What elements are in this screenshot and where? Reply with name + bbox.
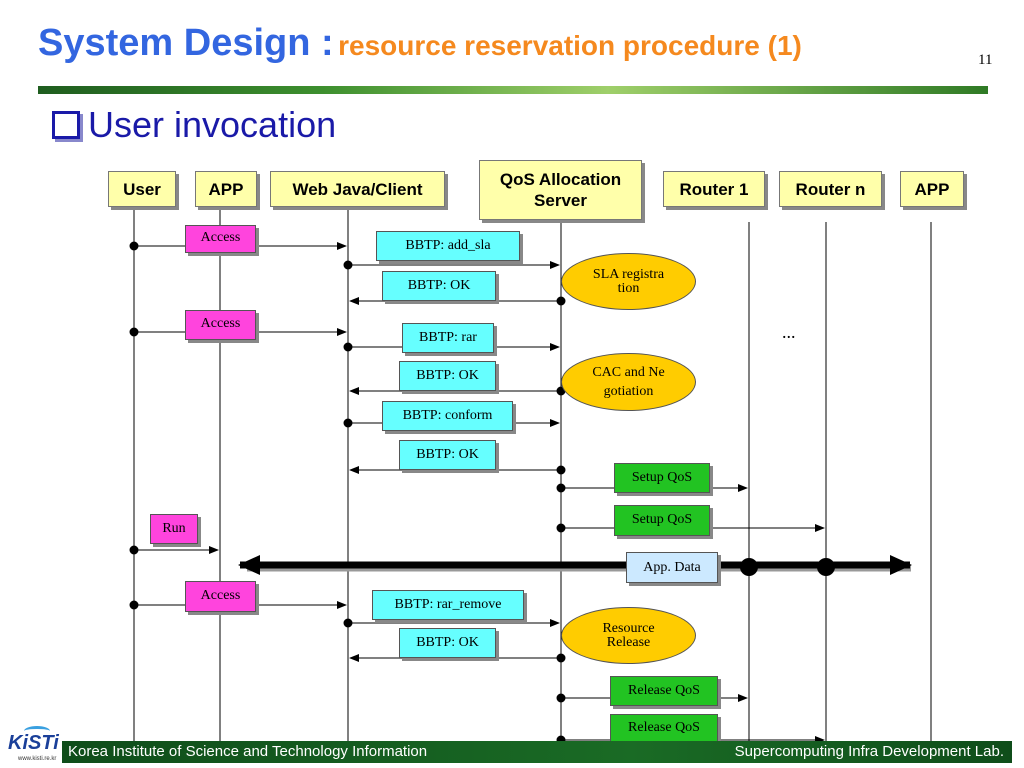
message-app-data: App. Data <box>626 552 718 583</box>
message-release-qos-2: Release QoS <box>610 714 718 742</box>
message-conform: BBTP: conform <box>382 401 513 431</box>
message-run: Run <box>150 514 198 544</box>
message-ok-1: BBTP: OK <box>382 271 496 301</box>
message-ok-4: BBTP: OK <box>399 628 496 658</box>
process-cac-label: CAC and Negotiation <box>592 365 665 399</box>
process-cac-negotiation: CAC and Negotiation <box>561 353 696 411</box>
app-data-arrow <box>238 555 912 576</box>
message-add-sla: BBTP: add_sla <box>376 231 520 261</box>
title-divider <box>38 86 988 94</box>
message-rar: BBTP: rar <box>402 323 494 353</box>
actor-user: User <box>108 171 176 207</box>
actor-qos-allocation-server: QoS Allocation Server <box>479 160 642 220</box>
logo-url: www.kisti.re.kr <box>18 756 57 762</box>
process-sla-label: SLA registration <box>592 266 665 296</box>
message-setup-qos-2: Setup QoS <box>614 505 710 536</box>
process-resource-release: Resource Release <box>561 607 696 664</box>
footer-bar: Korea Institute of Science and Technolog… <box>62 741 1012 763</box>
message-ok-3: BBTP: OK <box>399 440 496 470</box>
page-number: 11 <box>978 52 993 68</box>
message-access-3: Access <box>185 581 256 612</box>
actor-router-1: Router 1 <box>663 171 765 207</box>
title-sub: resource reservation procedure (1) <box>338 30 802 61</box>
message-ok-2: BBTP: OK <box>399 361 496 391</box>
actor-app-server: APP <box>900 171 964 207</box>
actor-router-n: Router n <box>779 171 882 207</box>
footer-right-text: Supercomputing Infra Development Lab. <box>734 743 1004 760</box>
logo-swoosh-icon <box>24 726 50 736</box>
message-access-1: Access <box>185 225 256 253</box>
checkbox-bullet-icon <box>52 111 80 139</box>
ellipsis-more-routers: ... <box>782 322 796 342</box>
message-rar-remove: BBTP: rar_remove <box>372 590 524 620</box>
bullet-item: User invocation <box>52 104 336 146</box>
actor-app-client: APP <box>195 171 257 207</box>
title-main: System Design : <box>38 22 334 64</box>
bullet-text: User invocation <box>88 104 337 145</box>
actor-web-java-client: Web Java/Client <box>270 171 445 207</box>
footer-left-text: Korea Institute of Science and Technolog… <box>68 743 428 760</box>
message-release-qos-1: Release QoS <box>610 676 718 706</box>
message-setup-qos-1: Setup QoS <box>614 463 710 493</box>
logo-text: KiSTi <box>8 732 59 754</box>
slide-title: System Design : resource reservation pro… <box>38 22 802 65</box>
process-sla-registration: SLA registration <box>561 253 696 310</box>
process-release-label: Resource Release <box>602 620 655 650</box>
message-access-2: Access <box>185 310 256 340</box>
lifelines <box>133 208 932 741</box>
kisti-logo: KiSTi www.kisti.re.kr <box>4 722 60 766</box>
